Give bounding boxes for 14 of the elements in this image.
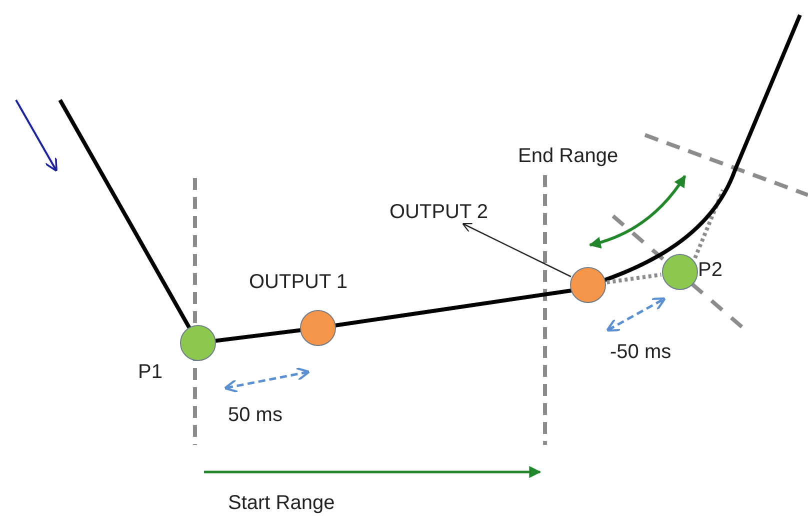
point-marker [180,325,216,361]
dimension-label: 50 ms [228,405,282,425]
point-marker [570,267,606,303]
output-label: OUTPUT 2 [390,202,488,222]
point-marker [300,310,336,346]
range-label: End Range [518,146,618,166]
point-label: OUTPUT 1 [249,272,348,292]
leader-line [462,222,572,278]
point-label: P1 [138,362,162,382]
point-marker [662,254,698,290]
dotted-line [606,272,662,284]
range-label: Start Range [228,493,335,513]
dimension-label: -50 ms [610,342,672,362]
point-label: P2 [698,260,722,280]
